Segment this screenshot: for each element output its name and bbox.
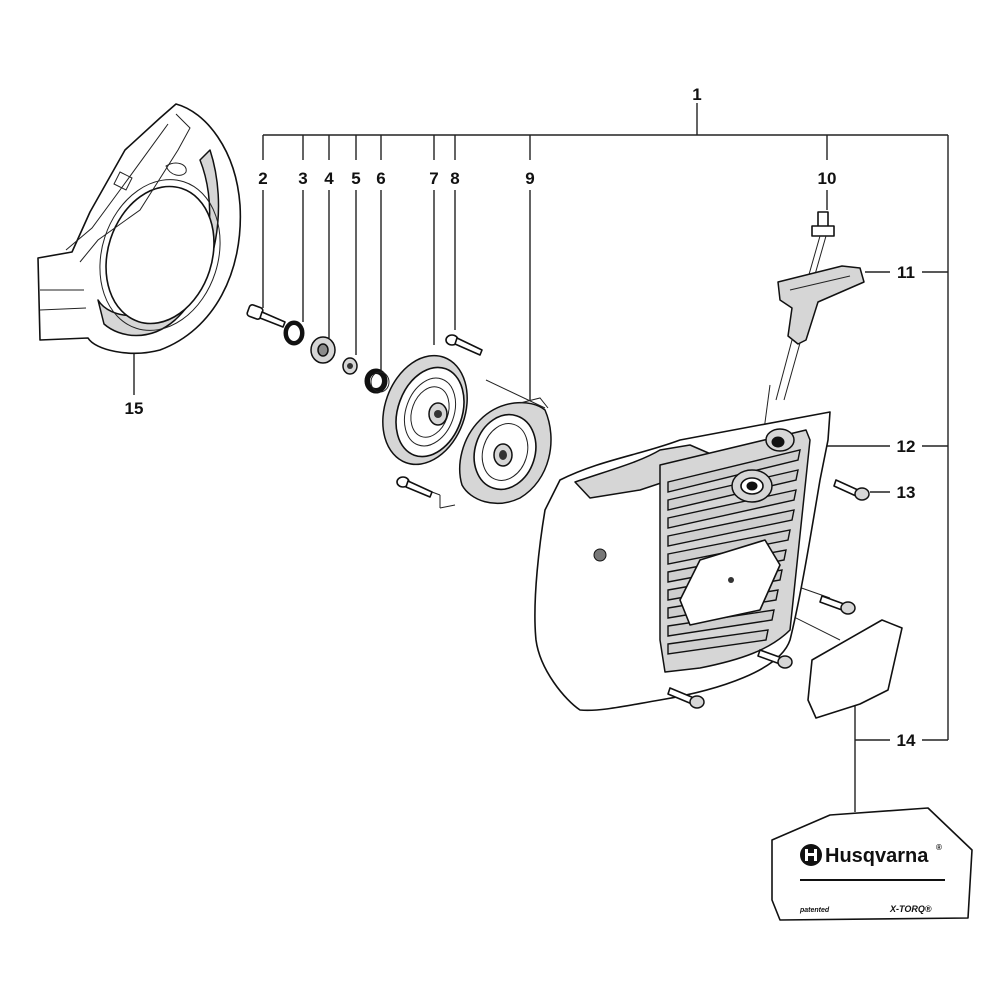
callout-6: 6 (376, 169, 385, 188)
husqvarna-crown-logo (800, 844, 822, 866)
callout-2: 2 (258, 169, 267, 188)
callout-12: 12 (897, 437, 916, 456)
starter-handle-part-11 (775, 265, 865, 401)
washer-part-3 (283, 320, 305, 346)
decal-patented-text: patented (799, 907, 830, 914)
decal-product-text: X-TORQ® (889, 904, 932, 914)
screw-part-8 (396, 334, 483, 498)
callout-11: 11 (897, 263, 915, 282)
starter-housing-part-9 (459, 397, 552, 505)
callout-5: 5 (351, 169, 360, 188)
starter-cover-part-15 (37, 103, 242, 354)
starter-rope-part-10 (807, 211, 835, 279)
callout-14: 14 (897, 731, 916, 750)
fan-housing-part-12 (534, 411, 831, 712)
callout-15: 15 (125, 399, 144, 418)
callout-10: 10 (818, 169, 837, 188)
callout-13: 13 (897, 483, 916, 502)
callout-8: 8 (450, 169, 459, 188)
callout-numbers: 1 2 3 4 5 6 7 8 9 10 11 12 13 14 15 (125, 85, 916, 750)
bolt-part-2 (246, 304, 286, 328)
screw-part-13 (667, 479, 870, 709)
rope-pulley-part-7 (382, 354, 468, 466)
decal-brand-text: Husqvarna (825, 845, 929, 867)
spring-part-6 (364, 368, 390, 394)
callout-4: 4 (324, 169, 334, 188)
callout-3: 3 (298, 169, 307, 188)
callout-7: 7 (429, 169, 438, 188)
callout-1: 1 (692, 85, 701, 104)
decal-registered-mark: ® (936, 843, 942, 852)
callout-9: 9 (525, 169, 534, 188)
decal-part-14: Husqvarna ® patented X-TORQ® (771, 619, 973, 921)
nut-part-5 (342, 357, 358, 375)
pulley-part-4 (310, 336, 336, 364)
